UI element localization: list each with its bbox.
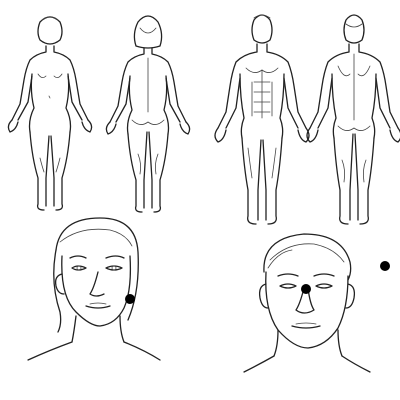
male-face-figure <box>243 233 371 373</box>
male-back-figure <box>306 14 400 225</box>
outside-marker[interactable] <box>380 261 390 271</box>
male-front-figure <box>214 14 310 225</box>
female-face-jaw-marker[interactable] <box>125 294 135 304</box>
male-face-nose-marker[interactable] <box>301 284 311 294</box>
female-back-figure <box>105 15 191 213</box>
female-face-figure <box>27 217 161 361</box>
female-front-figure <box>7 16 93 211</box>
